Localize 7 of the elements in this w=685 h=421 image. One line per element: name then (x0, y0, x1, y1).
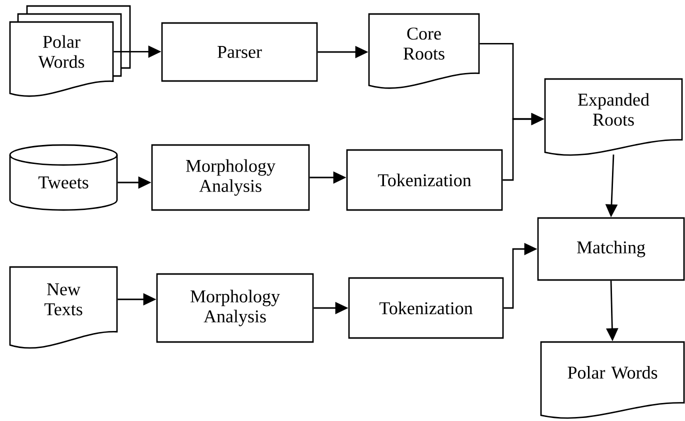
process-box: Tokenization (348, 277, 504, 339)
process-box: Tokenization (346, 149, 503, 211)
database-cylinder: Tweets (9, 144, 118, 211)
process-box: Parser (161, 22, 318, 82)
process-box: Morphology Analysis (156, 273, 314, 343)
process-box: Morphology Analysis (151, 144, 310, 211)
process-box: Matching (537, 217, 685, 281)
